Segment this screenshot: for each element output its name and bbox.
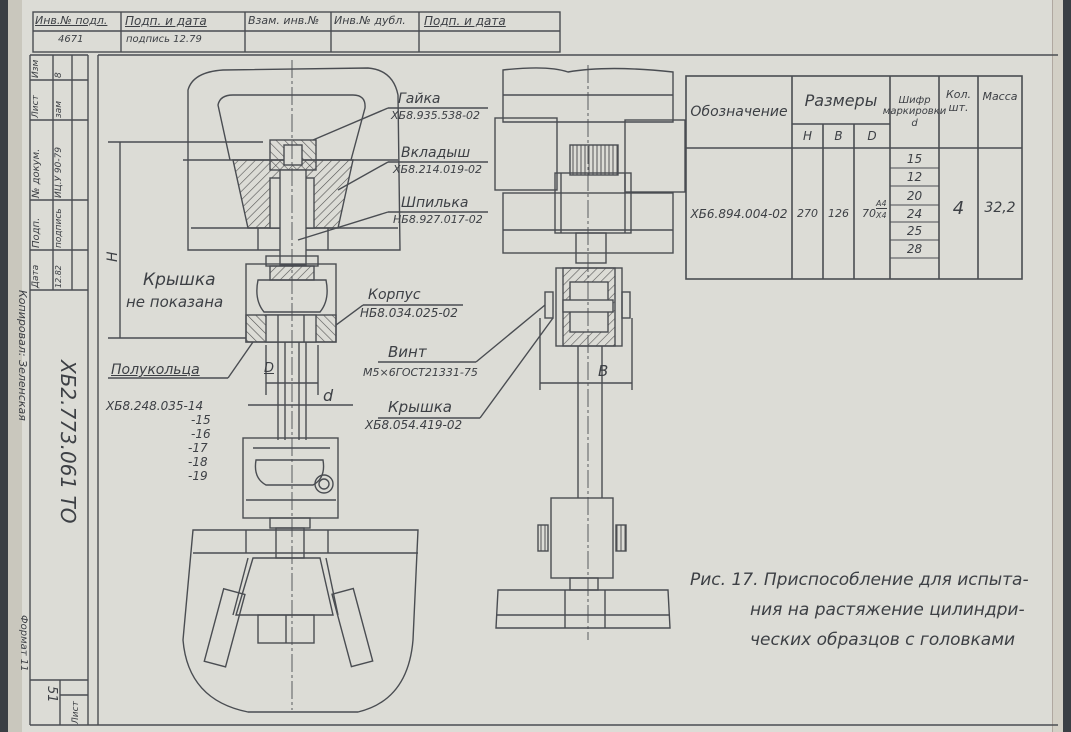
dimension-small-d: d (323, 386, 334, 405)
dimension-big-d: D (264, 361, 275, 376)
table-header-marking: Шифр маркировки d (882, 94, 947, 129)
sheet-left-edge (8, 0, 22, 732)
table-cell-mass: 32,2 (984, 200, 1016, 216)
side-value-sign: подпись (54, 208, 64, 248)
side-value-sheet: зам (54, 100, 64, 118)
dimension-b: В (598, 362, 609, 380)
stamp-value-signature: подпись 12.79 (126, 34, 202, 45)
stamp-header-sign-date-2: Подп. и дата (424, 14, 506, 28)
upper-grip-outline (187, 67, 401, 251)
table-cell-b: 126 (828, 207, 849, 220)
callout-cover-code: ХБ8.054.419-02 (365, 418, 463, 432)
body-lower (242, 437, 339, 519)
table-cell-qty: 4 (952, 197, 965, 219)
callout-halfrings-code: ХБ8.248.035-14 (106, 399, 204, 413)
top-stamp-grid (32, 11, 561, 53)
callout-stud-name: Шпилька (401, 195, 469, 211)
left-view (108, 60, 488, 713)
right-upper-body (554, 172, 632, 234)
callout-screw-code: М5×6ГОСТ21331-75 (363, 366, 478, 379)
table-cell-marking-code: 25 (906, 224, 923, 238)
spec-table-grid (685, 75, 1023, 280)
callout-screw-name: Винт (388, 343, 427, 361)
table-header-designation: Обозначение (690, 104, 788, 120)
copied-by: Копировал: Зеленская (16, 290, 29, 421)
dimension-h: Н (105, 251, 121, 262)
callout-stud-code: НБ8.927.017-02 (393, 213, 483, 226)
caption-line-3: ческих образцов с головками (750, 630, 1016, 650)
knob-left (544, 291, 554, 319)
wedge-right (331, 587, 374, 668)
halfrings-variant: -15 (191, 413, 211, 427)
caption-line-1: Рис. 17. Приспособление для испыта- (690, 570, 1029, 590)
side-label-sheet: Лист (31, 95, 41, 118)
lower-grip-outline (182, 529, 419, 713)
table-header-d: D (867, 129, 877, 143)
table-cell-fit-top: А4 (876, 199, 887, 209)
technical-drawing (29, 11, 1058, 726)
sheet-label: Лист (71, 701, 81, 724)
table-cell-marking-code: 28 (906, 242, 923, 256)
right-view (378, 65, 686, 640)
callout-halfrings-name: Полукольца (111, 362, 200, 378)
table-cell-marking-code: 15 (906, 152, 923, 166)
cover-note-line2: не показана (126, 293, 224, 311)
table-header-h: Н (802, 129, 813, 143)
callout-nut-name: Гайка (398, 91, 441, 107)
side-value-doc: ИЦ.У 90-79 (54, 146, 64, 198)
cover-note-line1: Крышка (143, 270, 216, 290)
side-label-date: Дата (31, 264, 41, 288)
format-label: Формат 11 (18, 615, 29, 672)
stud (279, 169, 307, 266)
halfrings-variant: -16 (191, 427, 211, 441)
lower-liner (235, 557, 334, 616)
sheet-number: 51 (44, 686, 59, 703)
document-code: ХБ2.773.061 ТО (56, 360, 80, 524)
drawing-sheet: Инв.№ подл. Подп. и дата Взам. инв.№ Инв… (8, 0, 1063, 732)
stamp-header-replace-inv: Взам. инв.№ (248, 14, 320, 27)
table-cell-marking-code: 12 (906, 170, 923, 184)
callout-body-code: НБ8.034.025-02 (360, 306, 458, 320)
side-label-sign: Подп. (31, 217, 42, 248)
table-cell-designation: ХБ6.894.004-02 (690, 206, 788, 221)
table-cell-marking-code: 20 (906, 188, 923, 203)
knurled-nut (569, 144, 619, 176)
table-header-mass: Масса (982, 89, 1018, 103)
side-value-change: 8 (54, 72, 64, 78)
sheet-right-edge (1052, 0, 1063, 732)
side-label-change: Изм (31, 59, 41, 78)
callout-cover-name: Крышка (388, 398, 452, 416)
halfrings-variant: -17 (188, 441, 208, 455)
stamp-header-sign-date: Подп. и дата (125, 14, 207, 28)
table-header-b: В (834, 129, 843, 143)
callout-body-name: Корпус (368, 287, 421, 303)
halfrings-variant: -19 (188, 469, 208, 483)
stamp-header-inv-orig: Инв.№ подл. (35, 14, 108, 27)
table-cell-h: 270 (797, 207, 818, 220)
table-header-sizes: Размеры (804, 90, 878, 110)
callout-nut-code: ХБ8.935.538-02 (391, 109, 481, 122)
stamp-value-inv-orig: 4671 (58, 34, 84, 45)
table-cell-d: 70 (862, 207, 876, 220)
stamp-header-dup-inv: Инв.№ дубл. (334, 14, 406, 27)
knob-right (621, 291, 631, 319)
side-label-doc: № докум. (31, 148, 42, 198)
screw-head (314, 474, 334, 494)
table-cell-marking-code: 24 (906, 206, 923, 221)
wedge-left (203, 587, 246, 668)
side-value-date: 12.82 (54, 265, 63, 288)
table-header-qty: Кол. шт. (945, 88, 972, 114)
right-lower-head (550, 497, 614, 579)
callout-liner-code: ХБ8.214.019-02 (393, 163, 483, 176)
caption-line-2: ния на растяжение цилиндри- (750, 600, 1025, 620)
callout-liner-name: Вкладыш (401, 145, 471, 161)
table-cell-fit-bottom: Х4 (876, 211, 887, 220)
side-stamp-grid (30, 54, 89, 725)
halfrings-variant: -18 (188, 455, 208, 469)
